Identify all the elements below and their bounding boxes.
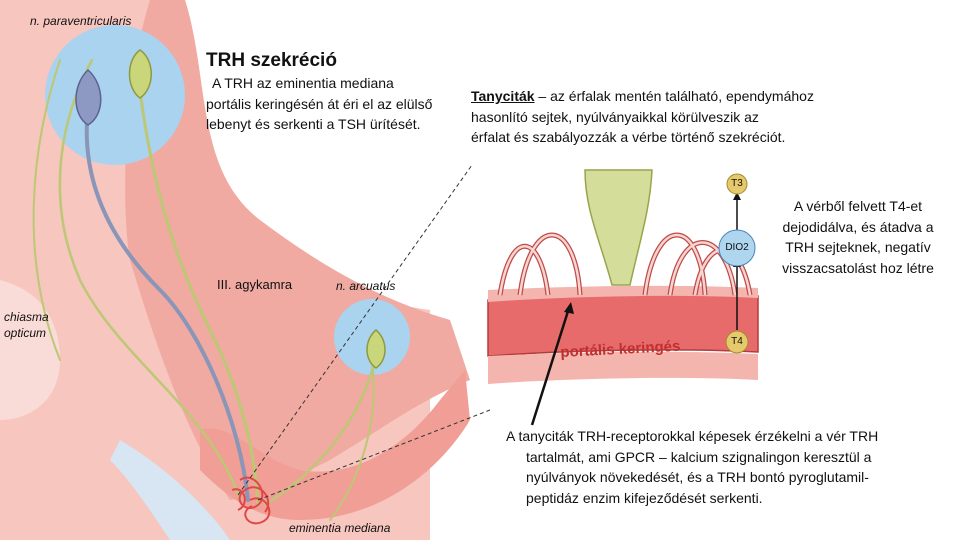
- paraventricular-highlight: [45, 25, 185, 165]
- paraventricular-neuron-green: [128, 49, 152, 99]
- neuron-axons: [32, 58, 377, 521]
- t4-line: dejodidálva, és átadva a: [782, 218, 934, 235]
- zoom-line-top: [237, 164, 473, 496]
- tanycyte-first-line: Tanyciták – az érfalak mentén található,…: [471, 86, 814, 107]
- agykamra-label: III. agykamra: [217, 277, 293, 292]
- arrowhead-t3: [733, 192, 741, 200]
- page-title: TRH szekréció: [206, 50, 337, 71]
- ventricle: [125, 0, 471, 500]
- dio2-node: [718, 229, 756, 267]
- portal-capillaries: [231, 476, 271, 525]
- arcuatus-label: n. arcuatus: [336, 279, 396, 293]
- tanycyte-rest: – az érfalak mentén található, ependymáh…: [534, 88, 814, 104]
- trh-line: portális keringésén át éri el az elülső: [206, 95, 433, 112]
- dio2-label: DIO2: [725, 242, 749, 253]
- t4-line: A vérből felvett T4-et: [793, 198, 923, 214]
- t4-line: TRH sejteknek, negatív: [785, 239, 931, 255]
- trh-line: lebenyt és serkenti a TSH ürítését.: [206, 116, 421, 132]
- receptor-line: A tanyciták TRH-receptorokkal képesek ér…: [506, 428, 879, 444]
- receptor-line: peptidáz enzim kifejeződését serkenti.: [526, 489, 763, 506]
- trh-line: A TRH az eminentia mediana: [212, 75, 394, 91]
- eminentia-label: eminentia mediana: [289, 521, 391, 535]
- t4-description: A vérből felvett T4-et dejodidálva, és á…: [762, 196, 954, 278]
- tanycyte-line: hasonlító sejtek, nyúlványaikkal körülve…: [471, 108, 759, 125]
- t3-label: T3: [731, 178, 743, 189]
- paraventricular-neuron-blue: [75, 68, 102, 126]
- pituitary-stalk: [200, 370, 470, 520]
- chiasma-line-1: chiasma: [4, 310, 49, 324]
- chiasma-label: chiasma opticum: [4, 309, 49, 341]
- receptor-line: nyúlványok növekedését, és a TRH bontó p…: [526, 469, 869, 485]
- paraventricularis-label: n. paraventricularis: [30, 14, 132, 28]
- t4-label: T4: [731, 336, 743, 347]
- tanycyte-heading: Tanyciták: [471, 88, 535, 104]
- t3-node: [726, 173, 748, 195]
- tanycyte-line: érfalat és szabályozzák a vérbe történő …: [471, 129, 786, 145]
- tanycyte-description: Tanyciták – az érfalak mentén található,…: [471, 86, 814, 148]
- receptor-description: A tanyciták TRH-receptorokkal képesek ér…: [506, 426, 878, 508]
- chiasma-line-2: opticum: [4, 326, 47, 340]
- receptor-arrowhead: [564, 302, 574, 314]
- trh-description: A TRH az eminentia mediana portális keri…: [206, 73, 432, 135]
- arcuatus-neuron: [366, 329, 386, 369]
- t4-node: [725, 330, 749, 354]
- t4-line: visszacsatolást hoz létre: [782, 259, 934, 276]
- receptor-line: tartalmát, ami GPCR – kalcium szignaling…: [526, 448, 872, 465]
- lower-tissue: [110, 440, 230, 540]
- tanycyte-inset: [487, 169, 759, 408]
- receptor-arrow: [530, 307, 571, 426]
